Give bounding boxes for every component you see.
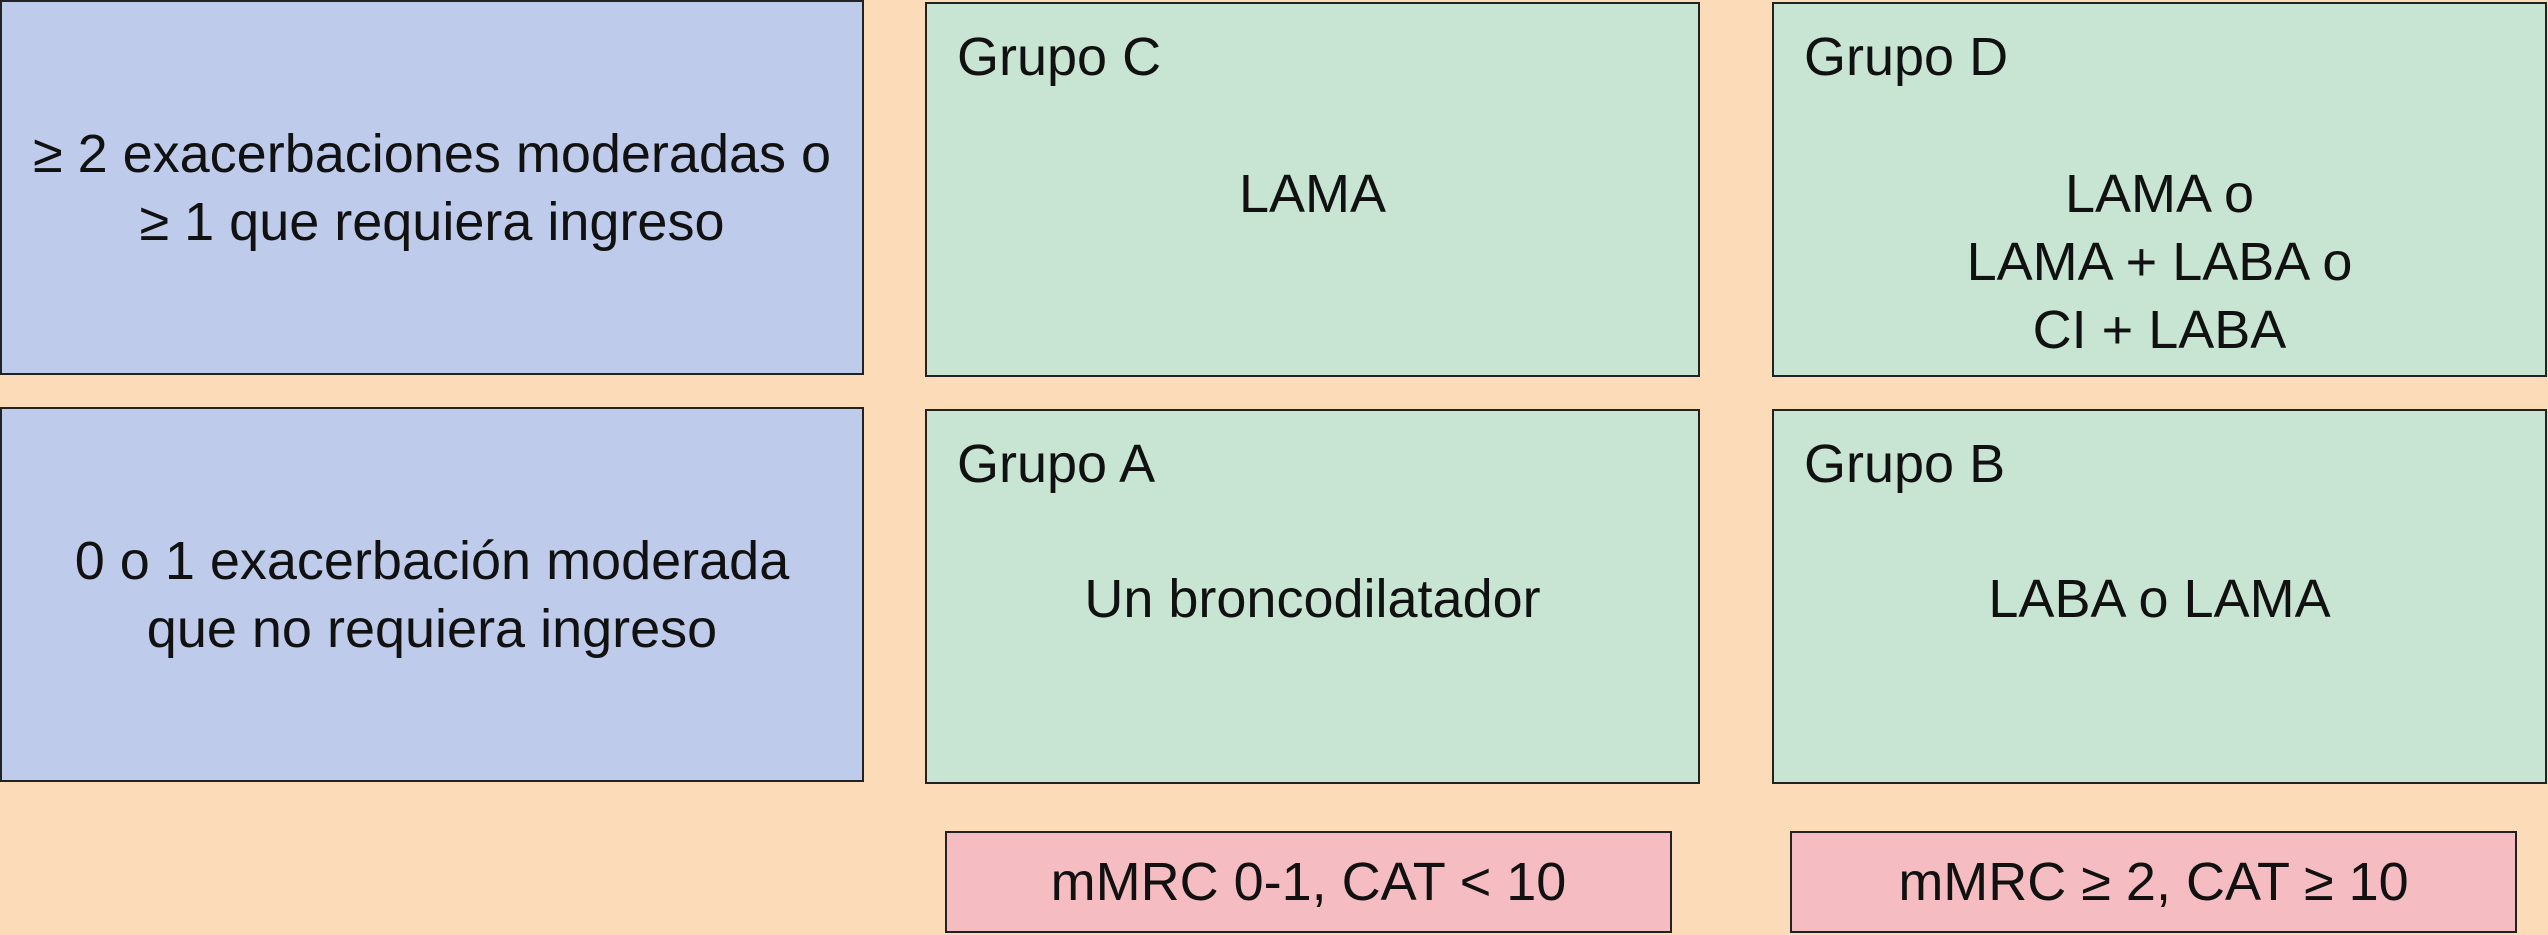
group-b-treatment: LABA o LAMA bbox=[1774, 565, 2545, 633]
column-label-low-symptoms: mMRC 0-1, CAT < 10 bbox=[945, 831, 1672, 933]
group-d-box: Grupo D LAMA o LAMA + LABA o CI + LABA bbox=[1772, 2, 2547, 377]
row-label-high-exacerbations: ≥ 2 exacerbaciones moderadas o ≥ 1 que r… bbox=[0, 0, 864, 375]
row-label-low-exacerbations: 0 o 1 exacerbación moderada que no requi… bbox=[0, 407, 864, 782]
row-label-low-line-1: 0 o 1 exacerbación moderada bbox=[74, 530, 790, 591]
group-c-treatment: LAMA bbox=[927, 160, 1698, 228]
column-label-high-text: mMRC ≥ 2, CAT ≥ 10 bbox=[1898, 852, 2409, 912]
group-a-treatment: Un broncodilatador bbox=[927, 565, 1698, 633]
group-b-title: Grupo B bbox=[1804, 434, 2006, 494]
group-d-treatment-line-3: CI + LABA bbox=[2032, 300, 2287, 360]
group-b-box: Grupo B LABA o LAMA bbox=[1772, 409, 2547, 784]
group-a-title: Grupo A bbox=[957, 434, 1156, 494]
column-label-high-symptoms: mMRC ≥ 2, CAT ≥ 10 bbox=[1790, 831, 2517, 933]
group-d-treatment-line-1: LAMA o bbox=[2064, 164, 2255, 224]
group-d-title: Grupo D bbox=[1804, 27, 2009, 87]
row-label-low-line-2: que no requiera ingreso bbox=[146, 598, 718, 659]
group-c-title: Grupo C bbox=[957, 27, 1162, 87]
group-a-treatment-line-1: Un broncodilatador bbox=[1084, 569, 1541, 629]
row-label-high-line-2: ≥ 1 que requiera ingreso bbox=[139, 191, 725, 252]
row-label-high-line-1: ≥ 2 exacerbaciones moderadas o bbox=[32, 123, 832, 184]
group-a-box: Grupo A Un broncodilatador bbox=[925, 409, 1700, 784]
group-c-box: Grupo C LAMA bbox=[925, 2, 1700, 377]
column-label-low-text: mMRC 0-1, CAT < 10 bbox=[1050, 852, 1567, 912]
group-d-treatment: LAMA o LAMA + LABA o CI + LABA bbox=[1774, 160, 2545, 364]
group-c-treatment-line-1: LAMA bbox=[1238, 164, 1387, 224]
group-d-treatment-line-2: LAMA + LABA o bbox=[1966, 232, 2353, 292]
group-b-treatment-line-1: LABA o LAMA bbox=[1988, 569, 2331, 629]
